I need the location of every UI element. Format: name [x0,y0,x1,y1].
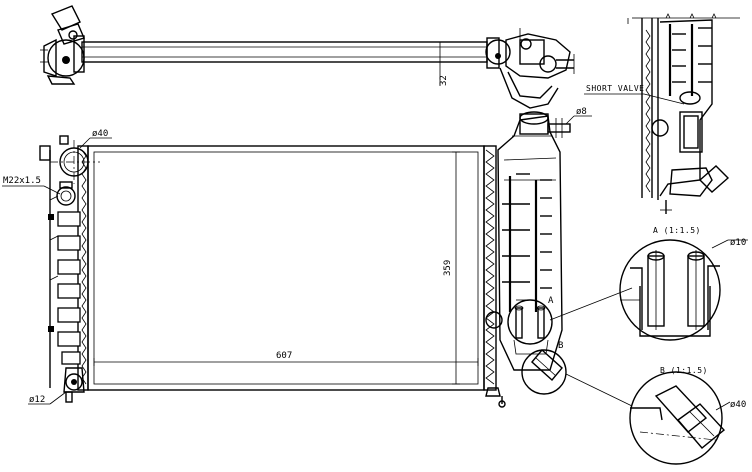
dim-width-label: 607 [276,351,292,361]
detail-b-title: B (1:1.5) [660,366,708,375]
detail-b-diameter: ø40 [730,400,746,410]
side-section-view: SHORT VALVE [584,13,740,214]
short-valve-label: SHORT VALVE [586,84,644,93]
detail-a-diameter: ø10 [730,238,746,248]
dim-height-label: 359 [443,260,453,276]
inlet-diameter-label: ø40 [92,129,108,139]
detail-b-marker: B [558,341,563,351]
front-view: 359 607 ø40 M22x1.5 ø12 ø8 A B [2,107,633,408]
detail-a-view: A (1:1.5) ø10 [619,226,748,341]
top-view: 32 [40,5,575,109]
bleed-diameter-label: ø8 [576,107,587,117]
detail-b-view: B (1:1.5) ø40 [629,366,746,465]
outlet-diameter-label: ø12 [29,395,45,405]
detail-a-marker: A [548,296,554,306]
expansion-tank-ribs [502,173,552,312]
dim-tank-width-label: 32 [439,75,449,86]
left-tank-ribs [48,195,81,365]
thread-label: M22x1.5 [3,176,41,186]
detail-a-title: A (1:1.5) [653,226,701,235]
